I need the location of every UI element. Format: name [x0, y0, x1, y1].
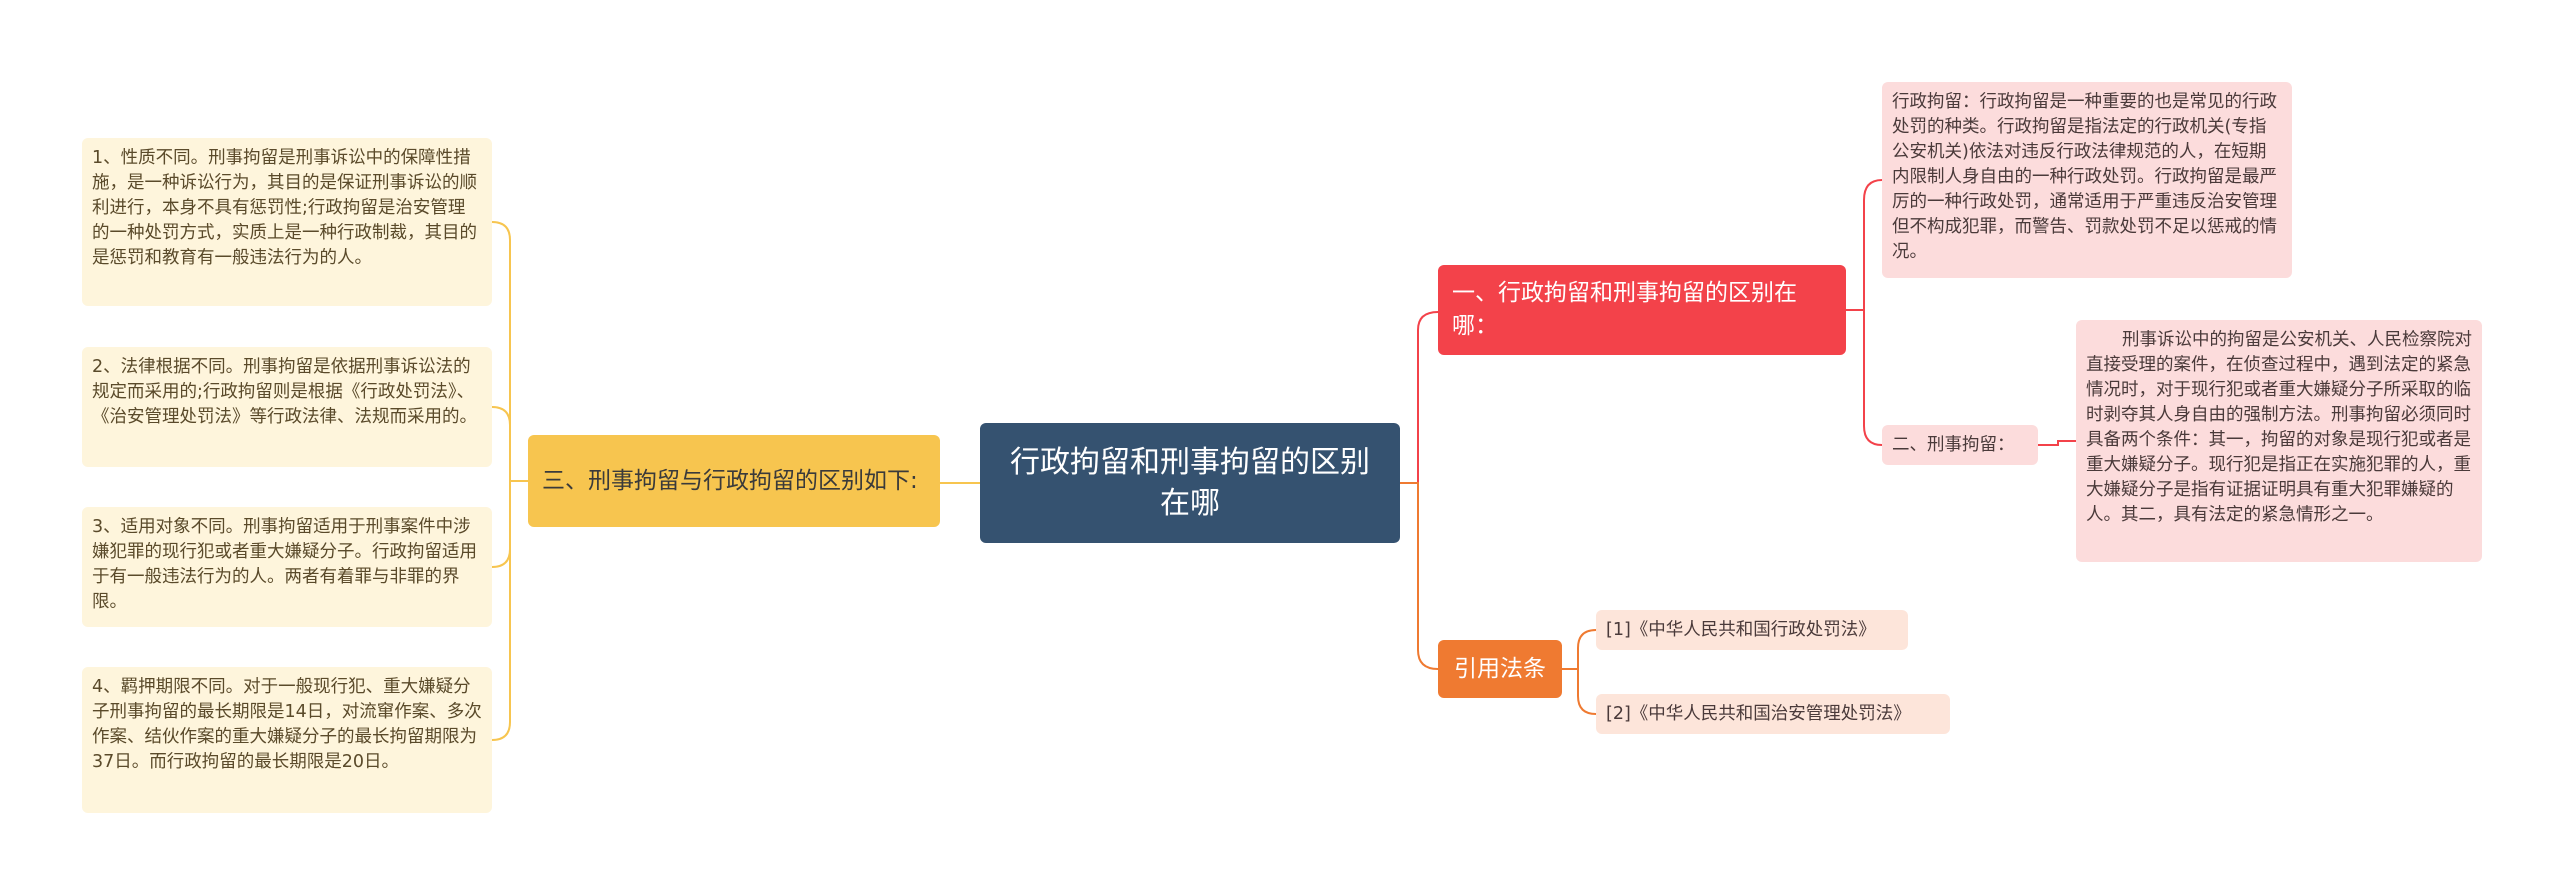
leaf-ref-administrative-penalty-law[interactable]: [1]《中华人民共和国行政处罚法》	[1596, 610, 1908, 650]
connector-branch2-ref2	[1562, 668, 1597, 715]
leaf-criminal-detention[interactable]: 二、刑事拘留：	[1882, 425, 2038, 465]
connector-child2-detail	[2038, 440, 2076, 446]
leaf-difference-legal-basis[interactable]: 2、法律根据不同。刑事拘留是依据刑事诉讼法的规定而采用的;行政拘留则是根据《行政…	[82, 347, 492, 467]
connector-branch3-item1	[491, 221, 528, 482]
branch-difference[interactable]: 一、行政拘留和刑事拘留的区别在哪：	[1438, 265, 1846, 355]
branch-difference-label: 一、行政拘留和刑事拘留的区别在哪：	[1452, 280, 1797, 339]
branch-cited-laws[interactable]: 引用法条	[1438, 640, 1562, 698]
branch-cited-laws-label: 引用法条	[1454, 655, 1546, 682]
connector-root-branch1	[1400, 311, 1439, 484]
leaf-administrative-detention[interactable]: 行政拘留：行政拘留是一种重要的也是常见的行政处罚的种类。行政拘留是指法定的行政机…	[1882, 82, 2292, 278]
leaf-ref-public-security-law[interactable]: [2]《中华人民共和国治安管理处罚法》	[1596, 694, 1950, 734]
leaf-ref-1-text: [1]《中华人民共和国行政处罚法》	[1606, 619, 1876, 640]
leaf-difference-nature[interactable]: 1、性质不同。刑事拘留是刑事诉讼中的保障性措施，是一种诉讼行为，其目的是保证刑事…	[82, 138, 492, 306]
root-topic[interactable]: 行政拘留和刑事拘留的区别在哪	[980, 423, 1400, 543]
branch-differences-list[interactable]: 三、刑事拘留与行政拘留的区别如下:	[528, 435, 940, 527]
leaf-difference-3-text: 3、适用对象不同。刑事拘留适用于刑事案件中涉嫌犯罪的现行犯或者重大嫌疑分子。行政…	[92, 517, 477, 612]
connector-branch3-item2	[491, 406, 528, 482]
connector-branch3-item4	[491, 480, 528, 741]
leaf-criminal-detention-label: 二、刑事拘留：	[1892, 434, 2015, 455]
leaf-ref-2-text: [2]《中华人民共和国治安管理处罚法》	[1606, 703, 1911, 724]
connector-branch2-ref1	[1562, 629, 1597, 670]
leaf-criminal-detention-detail-text: 刑事诉讼中的拘留是公安机关、人民检察院对直接受理的案件，在侦查过程中，遇到法定的…	[2086, 330, 2472, 525]
connector-root-branch2	[1400, 482, 1439, 670]
connector-branch1-child1	[1846, 179, 1883, 311]
leaf-difference-detention-period[interactable]: 4、羁押期限不同。对于一般现行犯、重大嫌疑分子刑事拘留的最长期限是14日，对流窜…	[82, 667, 492, 813]
connector-branch1-child2	[1846, 309, 1883, 446]
root-topic-label: 行政拘留和刑事拘留的区别在哪	[1010, 445, 1370, 521]
leaf-difference-4-text: 4、羁押期限不同。对于一般现行犯、重大嫌疑分子刑事拘留的最长期限是14日，对流窜…	[92, 677, 482, 772]
leaf-administrative-detention-text: 行政拘留：行政拘留是一种重要的也是常见的行政处罚的种类。行政拘留是指法定的行政机…	[1892, 92, 2277, 262]
leaf-difference-applicable-target[interactable]: 3、适用对象不同。刑事拘留适用于刑事案件中涉嫌犯罪的现行犯或者重大嫌疑分子。行政…	[82, 507, 492, 627]
leaf-criminal-detention-detail[interactable]: 刑事诉讼中的拘留是公安机关、人民检察院对直接受理的案件，在侦查过程中，遇到法定的…	[2076, 320, 2482, 562]
leaf-difference-2-text: 2、法律根据不同。刑事拘留是依据刑事诉讼法的规定而采用的;行政拘留则是根据《行政…	[92, 357, 477, 427]
leaf-difference-1-text: 1、性质不同。刑事拘留是刑事诉讼中的保障性措施，是一种诉讼行为，其目的是保证刑事…	[92, 148, 477, 268]
branch-differences-list-label: 三、刑事拘留与行政拘留的区别如下:	[542, 467, 918, 494]
